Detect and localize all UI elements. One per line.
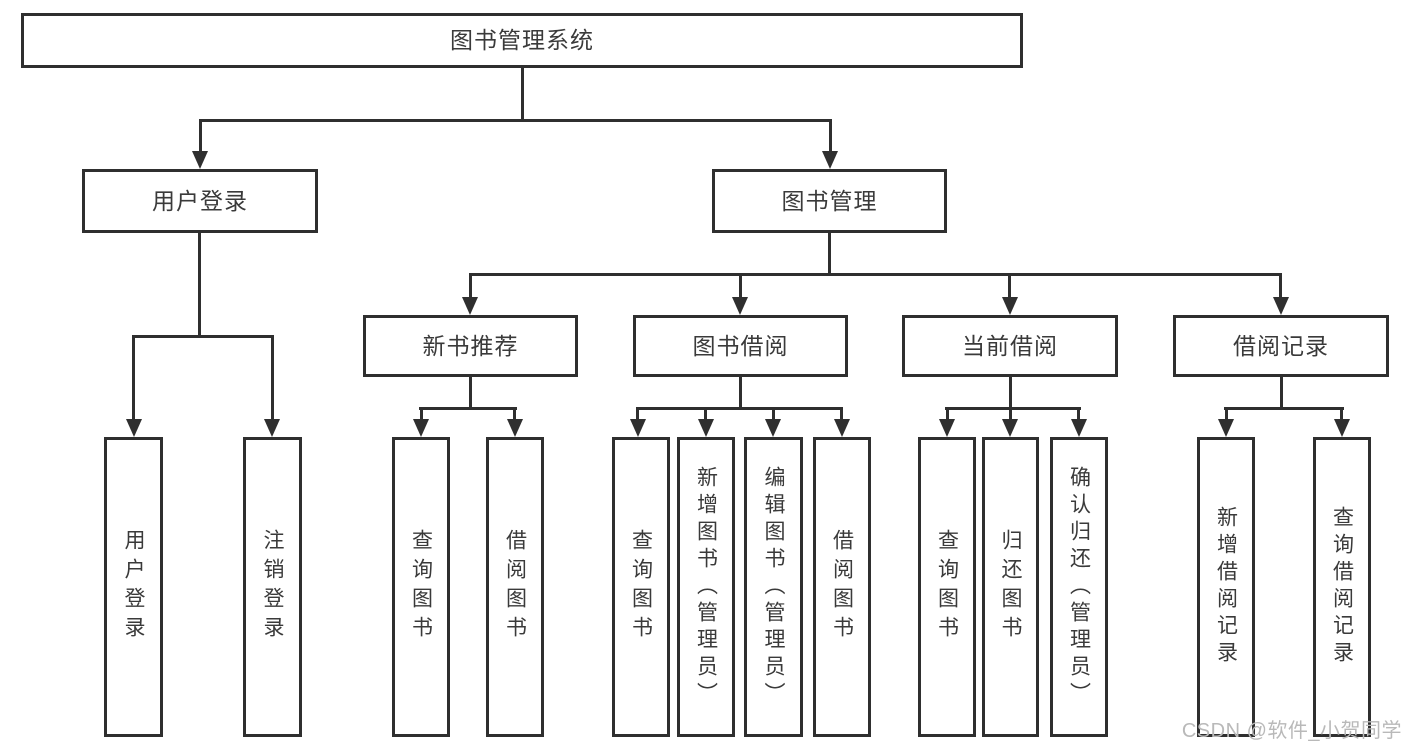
arrow-down-icon bbox=[939, 419, 955, 437]
connector-current-borrow-rail bbox=[945, 407, 1081, 410]
arrow-down-icon bbox=[698, 419, 714, 437]
connector-stem bbox=[1077, 407, 1080, 421]
leaf-borrow-books: 借阅图书 bbox=[486, 437, 544, 737]
connector-book-borrow-rail bbox=[636, 407, 843, 410]
connector-current-borrow-drop-line bbox=[1009, 377, 1012, 410]
arrow-down-icon bbox=[462, 297, 478, 315]
connector-stem bbox=[513, 407, 516, 421]
connector-new-books-drop-line bbox=[469, 377, 472, 410]
leaf-add-borrow-record: 新增借阅记录 bbox=[1197, 437, 1255, 737]
connector-stem bbox=[1279, 273, 1282, 299]
connector-book-mgmt-drop-line bbox=[828, 233, 831, 275]
node-book-management: 图书管理 bbox=[712, 169, 947, 233]
csdn-watermark: CSDN @软件_小贺同学 bbox=[1181, 720, 1402, 742]
connector-level2-rail bbox=[469, 273, 1282, 276]
connector-stem bbox=[636, 407, 639, 421]
arrow-down-icon bbox=[126, 419, 142, 437]
leaf-query-borrow-record: 查询借阅记录 bbox=[1313, 437, 1371, 737]
leaf-add-book-admin: 新增图书（管理员） bbox=[677, 437, 735, 737]
connector-stem bbox=[1008, 273, 1011, 299]
connector-level1-rail bbox=[199, 119, 832, 122]
connector-new-books-rail bbox=[419, 407, 517, 410]
connector-stem bbox=[704, 407, 707, 421]
leaf-query-books: 查询图书 bbox=[392, 437, 450, 737]
connector-book-borrow-drop-line bbox=[739, 377, 742, 410]
connector-stem bbox=[946, 407, 949, 421]
connector-stem bbox=[271, 335, 274, 421]
leaf-logout: 注销登录 bbox=[243, 437, 302, 737]
leaf-confirm-return-admin: 确认归还（管理员） bbox=[1050, 437, 1108, 737]
arrow-down-icon bbox=[834, 419, 850, 437]
arrow-down-icon bbox=[1218, 419, 1234, 437]
leaf-edit-book-admin: 编辑图书（管理员） bbox=[744, 437, 803, 737]
connector-stem bbox=[1009, 407, 1012, 421]
leaf-query-books: 查询图书 bbox=[612, 437, 670, 737]
connector-borrow-records-drop-line bbox=[1280, 377, 1283, 410]
leaf-query-books: 查询图书 bbox=[918, 437, 976, 737]
connector-user-login-rail bbox=[132, 335, 274, 338]
arrow-down-icon bbox=[1002, 419, 1018, 437]
connector-stem bbox=[132, 335, 135, 421]
arrow-down-icon bbox=[630, 419, 646, 437]
connector-stem bbox=[1340, 407, 1343, 421]
leaf-return-books: 归还图书 bbox=[982, 437, 1039, 737]
leaf-user-login: 用户登录 bbox=[104, 437, 163, 737]
node-user-login: 用户登录 bbox=[82, 169, 318, 233]
arrow-down-icon bbox=[765, 419, 781, 437]
leaf-borrow-books: 借阅图书 bbox=[813, 437, 871, 737]
connector-stem bbox=[772, 407, 775, 421]
connector-stem bbox=[420, 407, 423, 421]
arrow-down-icon bbox=[732, 297, 748, 315]
arrow-down-icon bbox=[1002, 297, 1018, 315]
connector-user-login-drop-line bbox=[198, 233, 201, 337]
arrow-down-icon bbox=[1071, 419, 1087, 437]
connector-root-drop-line bbox=[521, 68, 524, 119]
node-library-management-system: 图书管理系统 bbox=[21, 13, 1023, 68]
node-book-borrowing: 图书借阅 bbox=[633, 315, 848, 377]
arrow-down-icon bbox=[1334, 419, 1350, 437]
arrow-down-icon bbox=[1273, 297, 1289, 315]
node-borrowing-records: 借阅记录 bbox=[1173, 315, 1389, 377]
connector-stem bbox=[829, 119, 832, 152]
connector-stem bbox=[739, 273, 742, 299]
node-current-borrowing: 当前借阅 bbox=[902, 315, 1118, 377]
arrow-down-icon bbox=[822, 151, 838, 169]
arrow-down-icon bbox=[192, 151, 208, 169]
connector-stem bbox=[1225, 407, 1228, 421]
connector-borrow-records-rail bbox=[1224, 407, 1344, 410]
arrow-down-icon bbox=[413, 419, 429, 437]
arrow-down-icon bbox=[264, 419, 280, 437]
node-new-book-recommendation: 新书推荐 bbox=[363, 315, 578, 377]
connector-stem bbox=[840, 407, 843, 421]
connector-stem bbox=[199, 119, 202, 152]
arrow-down-icon bbox=[507, 419, 523, 437]
connector-stem bbox=[469, 273, 472, 299]
